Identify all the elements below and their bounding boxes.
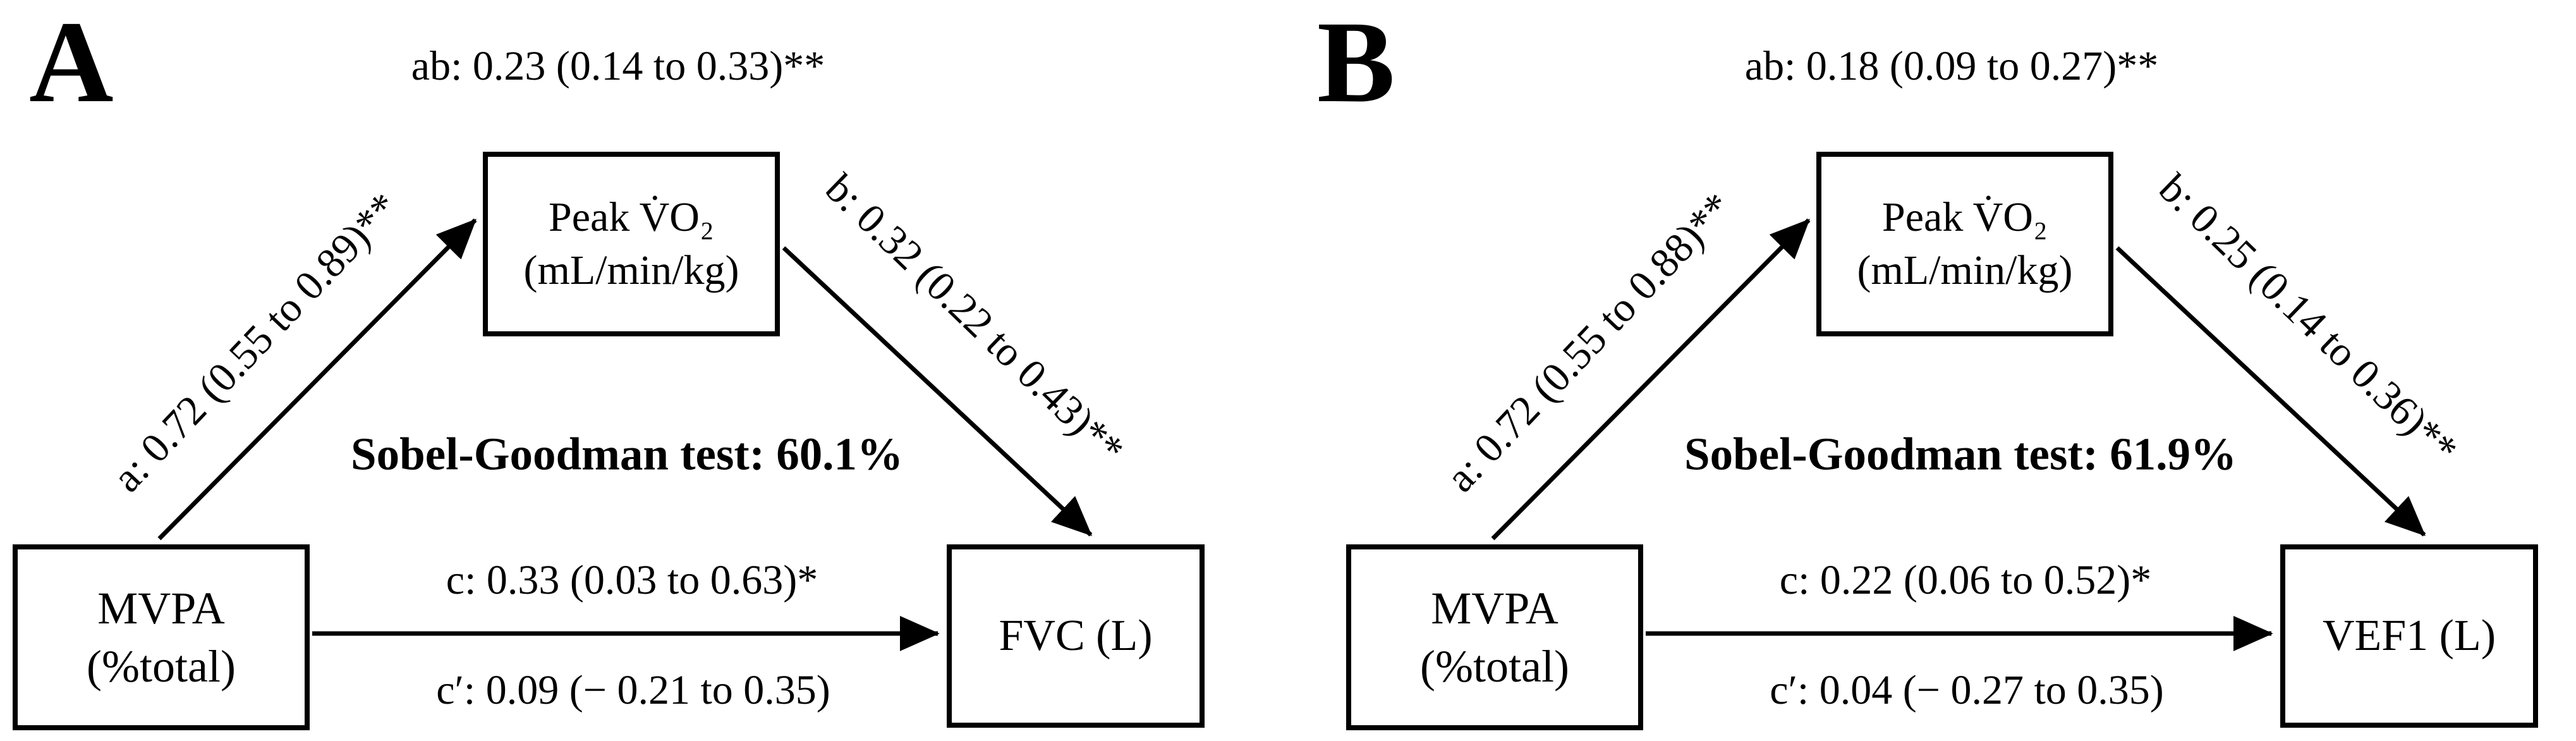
path-arrows xyxy=(1491,218,2426,651)
exposure-label-line2: (%total) xyxy=(87,641,236,692)
mediator-label-line1: Peak V̇O₂ xyxy=(1882,193,2048,240)
a-path-arrow xyxy=(1491,218,1811,541)
mediator-label-line2: (mL/min/kg) xyxy=(1857,247,2073,293)
exposure-label-line1: MVPA xyxy=(97,582,225,634)
path-arrows xyxy=(157,218,1093,651)
a-path-arrow xyxy=(157,218,477,541)
panel-a: A ab: 0.23 (0.14 to 0.33)** a: 0.72 (0.5… xyxy=(13,0,1205,730)
indirect-effect-label: ab: 0.23 (0.14 to 0.33)** xyxy=(411,43,825,89)
path-c-label: c: 0.33 (0.03 to 0.63)* xyxy=(446,557,818,603)
exposure-label-line1: MVPA xyxy=(1431,582,1558,634)
mediator-label-line2: (mL/min/kg) xyxy=(523,247,739,293)
mediator-label-line1: Peak V̇O₂ xyxy=(549,193,714,240)
outcome-label: FVC (L) xyxy=(999,611,1153,661)
exposure-box: MVPA (%total) xyxy=(13,544,310,730)
panel-b-letter: B xyxy=(1317,0,1395,127)
sobel-test-label: Sobel-Goodman test: 61.9% xyxy=(1684,428,2237,480)
b-path-arrow xyxy=(2115,246,2426,537)
outcome-box: VEF1 (L) xyxy=(2280,544,2538,728)
indirect-effect-label: ab: 0.18 (0.09 to 0.27)** xyxy=(1744,43,2159,89)
exposure-label-line2: (%total) xyxy=(1420,641,1569,692)
exposure-box: MVPA (%total) xyxy=(1346,544,1643,730)
panel-a-diagram: ab: 0.23 (0.14 to 0.33)** a: 0.72 (0.55 … xyxy=(13,43,1205,730)
outcome-label: VEF1 (L) xyxy=(2322,611,2496,661)
path-c-prime-label: c′: 0.04 (− 0.27 to 0.35) xyxy=(1770,667,2164,713)
panel-b-diagram: ab: 0.18 (0.09 to 0.27)** a: 0.72 (0.55 … xyxy=(1334,0,2576,741)
path-c-label: c: 0.22 (0.06 to 0.52)* xyxy=(1779,557,2152,603)
mediator-box: Peak V̇O₂ (mL/min/kg) xyxy=(1816,152,2113,336)
b-path-arrow xyxy=(782,246,1093,537)
path-c-prime-label: c′: 0.09 (− 0.21 to 0.35) xyxy=(436,667,830,713)
panel-b: B ab: 0.18 (0.09 to 0.27)** a: 0.72 (0.5… xyxy=(1288,0,2576,741)
outcome-box: FVC (L) xyxy=(947,544,1205,728)
mediator-box: Peak V̇O₂ (mL/min/kg) xyxy=(483,152,780,336)
sobel-test-label: Sobel-Goodman test: 60.1% xyxy=(351,428,903,480)
panel-a-letter: A xyxy=(29,0,114,127)
